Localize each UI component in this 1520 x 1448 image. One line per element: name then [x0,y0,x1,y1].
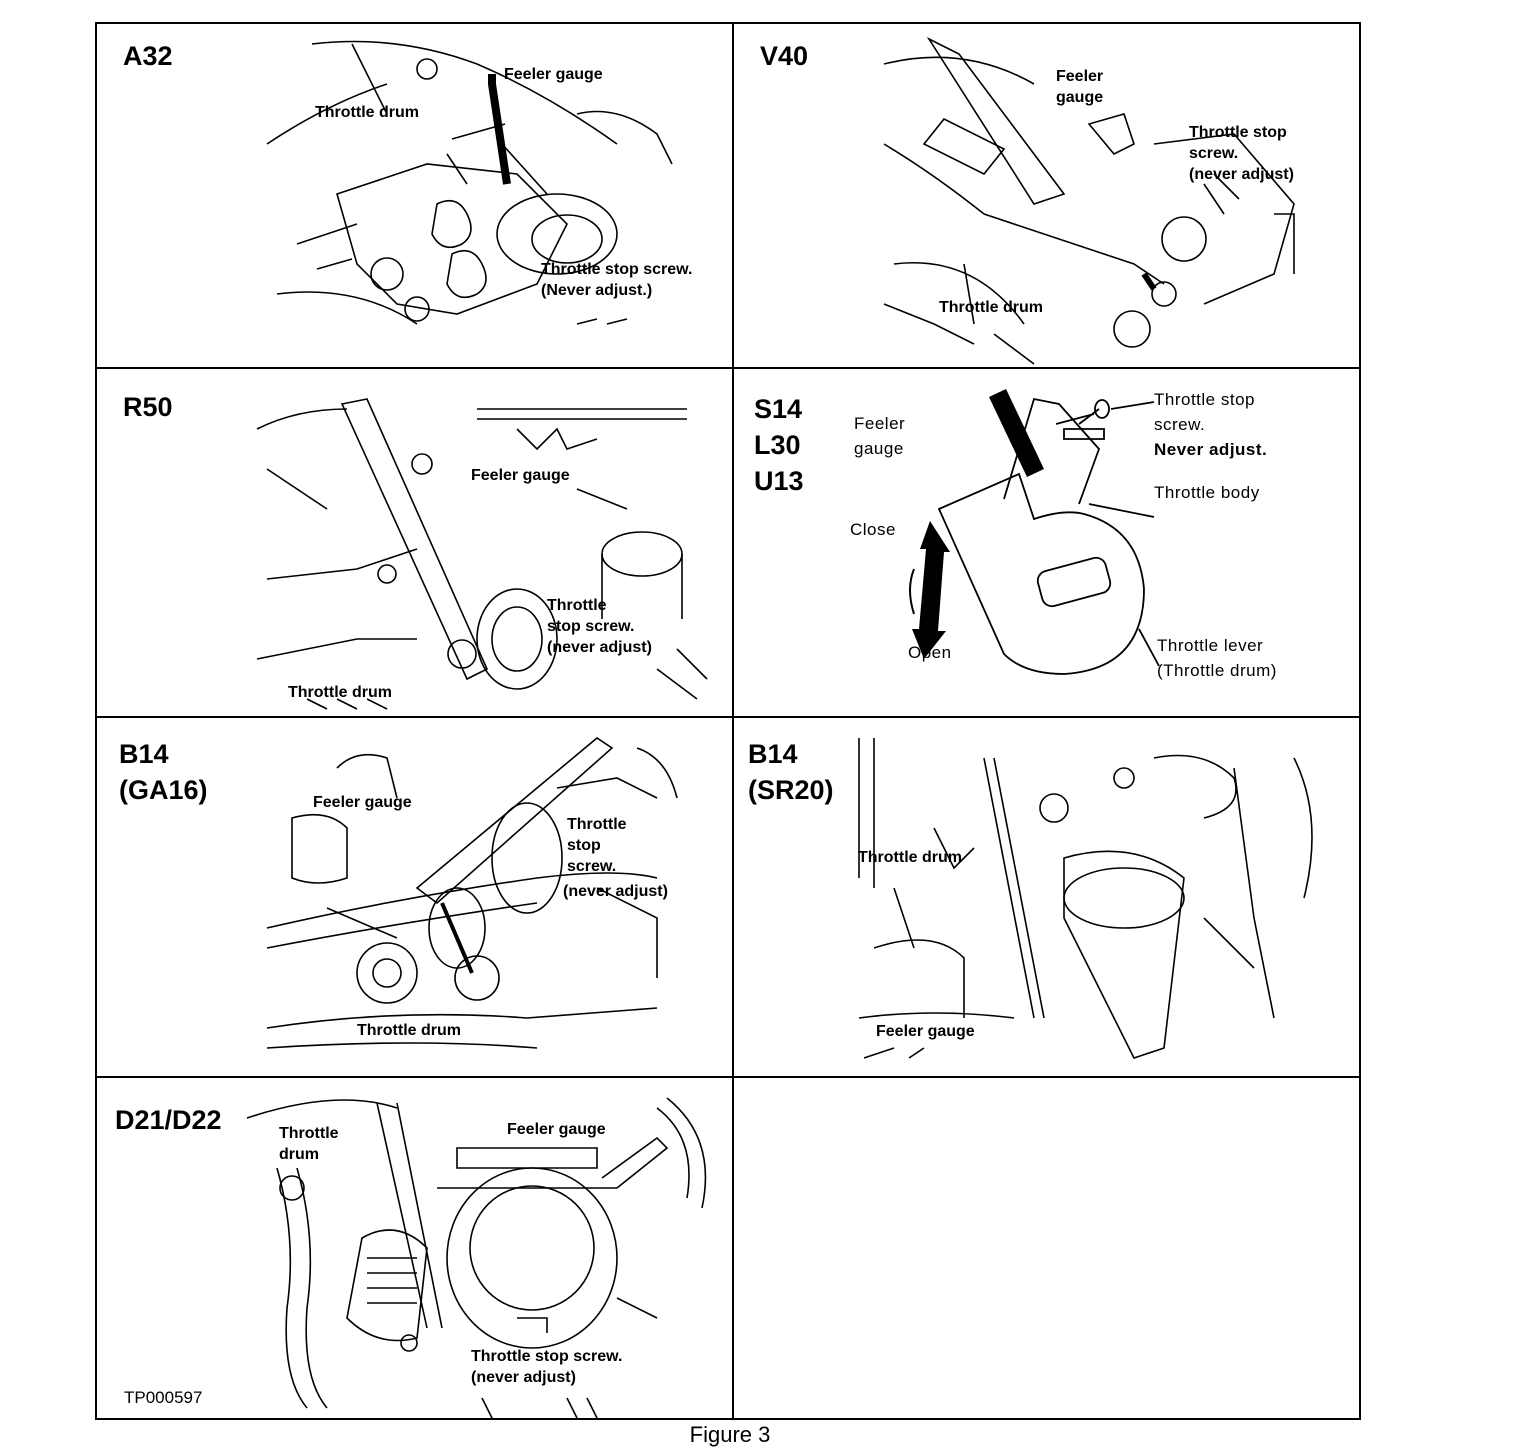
throttle-stop-screw-label: Throttle stop screw. [567,816,627,875]
figure-code: TP000597 [124,1388,203,1407]
throttle-lever-label: Throttle lever (Throttle drum) [1157,636,1277,680]
panel-d21-d22: D21/D22 Th [95,1076,734,1420]
throttle-stop-screw-label: Throttle stop screw. [1154,390,1255,434]
throttle-drum-label: Throttle drum [858,849,962,866]
feeler-gauge-label: Feeler gauge [471,467,570,484]
panel-title: B14 (SR20) [748,739,834,805]
panel-b14-ga16: B14 (GA16) Feeler g [95,716,734,1078]
engine-illustration [97,718,734,1078]
engine-illustration [97,1078,734,1420]
throttle-lever-diagram [734,389,1361,718]
panel-r50: R50 Feeler gauge [95,367,734,718]
close-label: Close [850,520,896,539]
panel-title: R50 [123,392,173,422]
panel-a32: A32 [95,22,734,369]
throttle-stop-screw-label: Throttle stop screw. (never adjust) [1189,124,1294,183]
panel-title: A32 [123,41,173,71]
panel-empty [732,1076,1361,1420]
never-adjust-label: (never adjust) [563,883,668,900]
panel-v40: V40 Feeler gauge [732,22,1361,369]
feeler-gauge-label: Feeler gauge [504,66,603,83]
panel-s14: S14 L30 U13 [732,367,1361,718]
panel-title: D21/D22 [115,1105,222,1135]
feeler-gauge-label: Feeler gauge [313,794,412,811]
engine-illustration [97,24,734,369]
engine-illustration [97,369,734,718]
feeler-gauge-label: Feeler gauge [854,414,906,458]
feeler-gauge-label: Feeler gauge [507,1121,606,1138]
throttle-stop-screw-label: Throttle stop screw. (Never adjust.) [541,261,693,299]
throttle-drum-label: Throttle drum [279,1125,339,1163]
panel-b14-sr20: B14 (SR20) Throttle d [732,716,1361,1078]
throttle-stop-screw-label: Throttle stop screw. (never adjust) [471,1348,623,1386]
engine-illustration [734,718,1361,1078]
figure-grid: A32 [95,22,1361,1420]
engine-illustration [734,24,1361,369]
feeler-gauge-label: Feeler gauge [876,1023,975,1040]
panel-title: B14 (GA16) [119,739,208,805]
throttle-body-label: Throttle body [1154,483,1260,502]
throttle-stop-screw-label: Throttle stop screw. (never adjust) [547,597,652,656]
never-adjust-label: Never adjust. [1154,440,1268,459]
throttle-drum-label: Throttle drum [315,104,419,121]
open-label: Open [908,643,952,662]
throttle-drum-label: Throttle drum [357,1022,461,1039]
panel-title: V40 [760,41,809,71]
feeler-gauge-label: Feeler gauge [1056,68,1104,106]
throttle-drum-label: Throttle drum [939,299,1043,316]
figure-caption: Figure 3 [689,1422,771,1447]
throttle-drum-label: Throttle drum [288,684,392,701]
panel-title: S14 L30 U13 [754,394,804,496]
